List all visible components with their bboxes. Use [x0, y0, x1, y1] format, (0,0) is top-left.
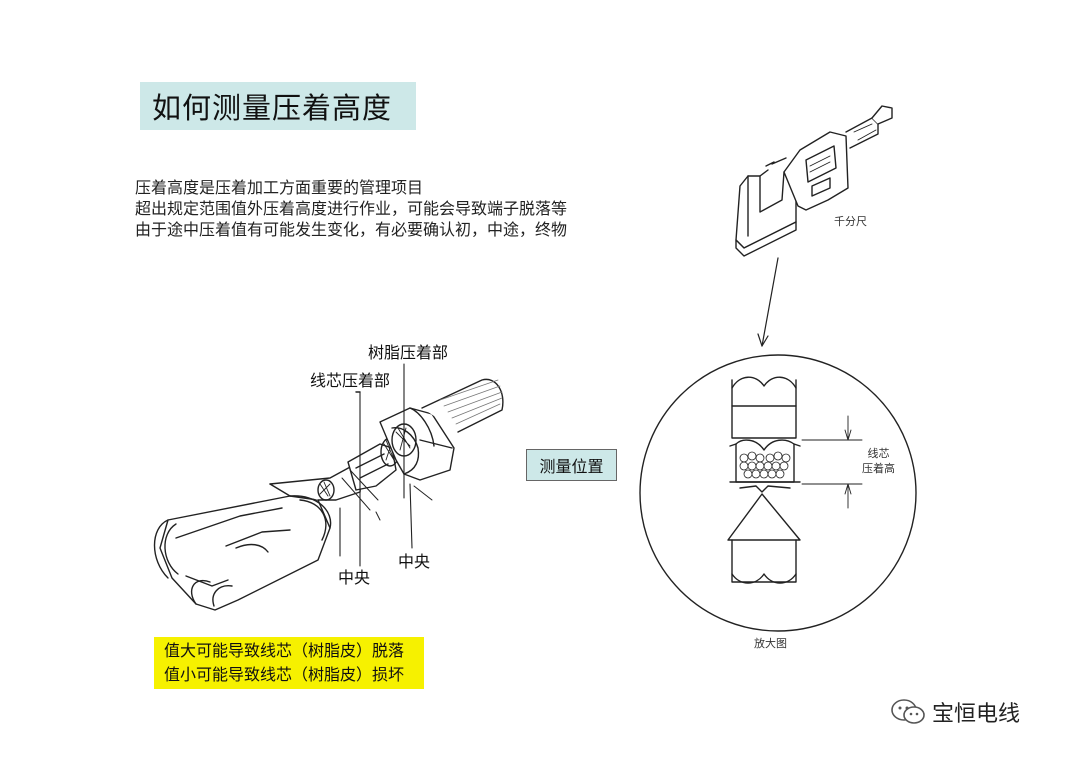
micrometer-label: 千分尺: [834, 215, 867, 228]
intro-line: 由于途中压着值有可能发生变化，有必要确认初，中途，终物: [135, 220, 568, 239]
watermark: 宝恒电线: [890, 696, 1020, 728]
micrometer-drawing: [735, 105, 893, 347]
intro-line: 压着高度是压着加工方面重要的管理项目: [135, 178, 424, 197]
chat-bubbles-icon: [891, 699, 925, 724]
watermark-text: 宝恒电线: [932, 702, 1021, 727]
crimp-height-label-line: 线芯: [867, 447, 890, 460]
intro-text: 压着高度是压着加工方面重要的管理项目 超出规定范围值外压着高度进行作业，可能会导…: [135, 177, 567, 240]
crimp-terminal-drawing: [153, 363, 504, 611]
intro-line: 超出规定范围值外压着高度进行作业，可能会导致端子脱落等: [135, 199, 568, 218]
enlarged-view-label: 放大图: [754, 637, 787, 650]
center-label: 中央: [338, 568, 371, 587]
core-crimp-label: 线芯压着部: [310, 371, 391, 390]
crimp-height-label: 线芯 压着高: [862, 446, 895, 476]
warning-line: 值大可能导致线芯（树脂皮）脱落: [164, 641, 405, 660]
crimp-height-label-line: 压着高: [862, 462, 895, 475]
center-label: 中央: [398, 552, 431, 571]
resin-crimp-label: 树脂压着部: [368, 343, 449, 362]
measure-position-label: 测量位置: [526, 449, 617, 481]
enlarged-view-drawing: [639, 354, 917, 632]
warning-line: 值小可能导致线芯（树脂皮）损坏: [164, 665, 405, 684]
page-title: 如何测量压着高度: [140, 82, 416, 130]
warning-note: 值大可能导致线芯（树脂皮）脱落 值小可能导致线芯（树脂皮）损坏: [154, 637, 424, 689]
